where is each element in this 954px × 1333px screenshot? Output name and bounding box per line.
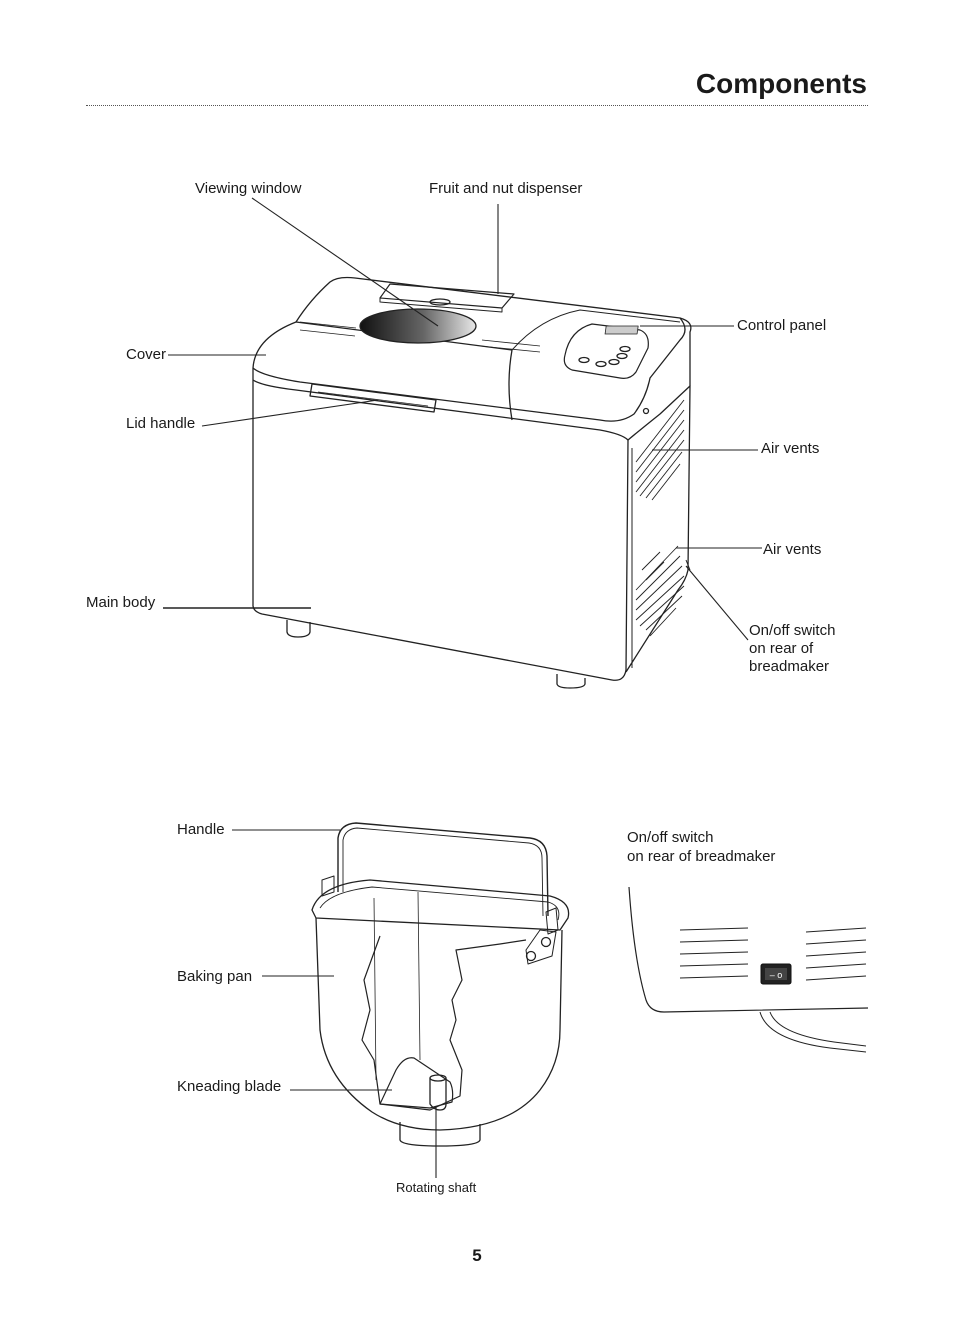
pan-body — [315, 917, 563, 1131]
label-baking-pan: Baking pan — [177, 968, 253, 985]
leader-lid-handle — [201, 399, 379, 427]
label-switch-detail-line2: on rear of breadmaker — [627, 848, 776, 865]
viewing-window — [359, 308, 477, 344]
front-foot-left — [286, 620, 311, 638]
label-viewing-window: Viewing window — [195, 180, 302, 197]
label-main-body: Main body — [86, 594, 156, 611]
label-handle: Handle — [177, 821, 225, 838]
label-onoff-line3: breadmaker — [749, 658, 830, 675]
label-lid-handle: Lid handle — [126, 415, 196, 432]
switch-panel-outline — [628, 886, 869, 1013]
switch-symbols: – o — [770, 970, 783, 980]
cover-outline — [252, 276, 692, 393]
label-air-vents-lower: Air vents — [763, 541, 822, 558]
main-body-outline — [252, 393, 629, 681]
label-switch-detail-line1: On/off switch — [627, 829, 714, 846]
body-side-outline — [625, 385, 691, 673]
label-kneading-blade: Kneading blade — [177, 1078, 282, 1095]
label-air-vents-upper: Air vents — [761, 440, 820, 457]
pan-cutaway — [361, 935, 527, 1111]
title-divider — [86, 105, 868, 106]
label-onoff-line2: on rear of — [749, 640, 814, 657]
rotating-shaft — [429, 1078, 447, 1111]
label-control-panel: Control panel — [737, 317, 827, 334]
label-rotating-shaft: Rotating shaft — [396, 1180, 477, 1195]
page-number: 5 — [472, 1246, 482, 1265]
lid-handle — [309, 383, 437, 413]
pan-base — [399, 1122, 481, 1147]
leader-viewing-window — [251, 197, 439, 327]
pan-handle — [337, 822, 549, 917]
label-onoff-line1: On/off switch — [749, 622, 836, 639]
leader-onoff — [685, 565, 749, 641]
page-title: Components — [695, 68, 867, 99]
front-foot-right — [556, 674, 586, 689]
fruit-nut-dispenser — [379, 283, 515, 309]
control-panel — [563, 323, 649, 379]
kneading-blade — [379, 1057, 454, 1109]
power-cord — [759, 1011, 867, 1053]
label-fruit-nut-dispenser: Fruit and nut dispenser — [429, 180, 583, 197]
pan-rim — [311, 879, 570, 931]
label-cover: Cover — [126, 346, 167, 363]
air-vents-upper — [635, 399, 685, 501]
air-vents-lower — [635, 545, 685, 637]
